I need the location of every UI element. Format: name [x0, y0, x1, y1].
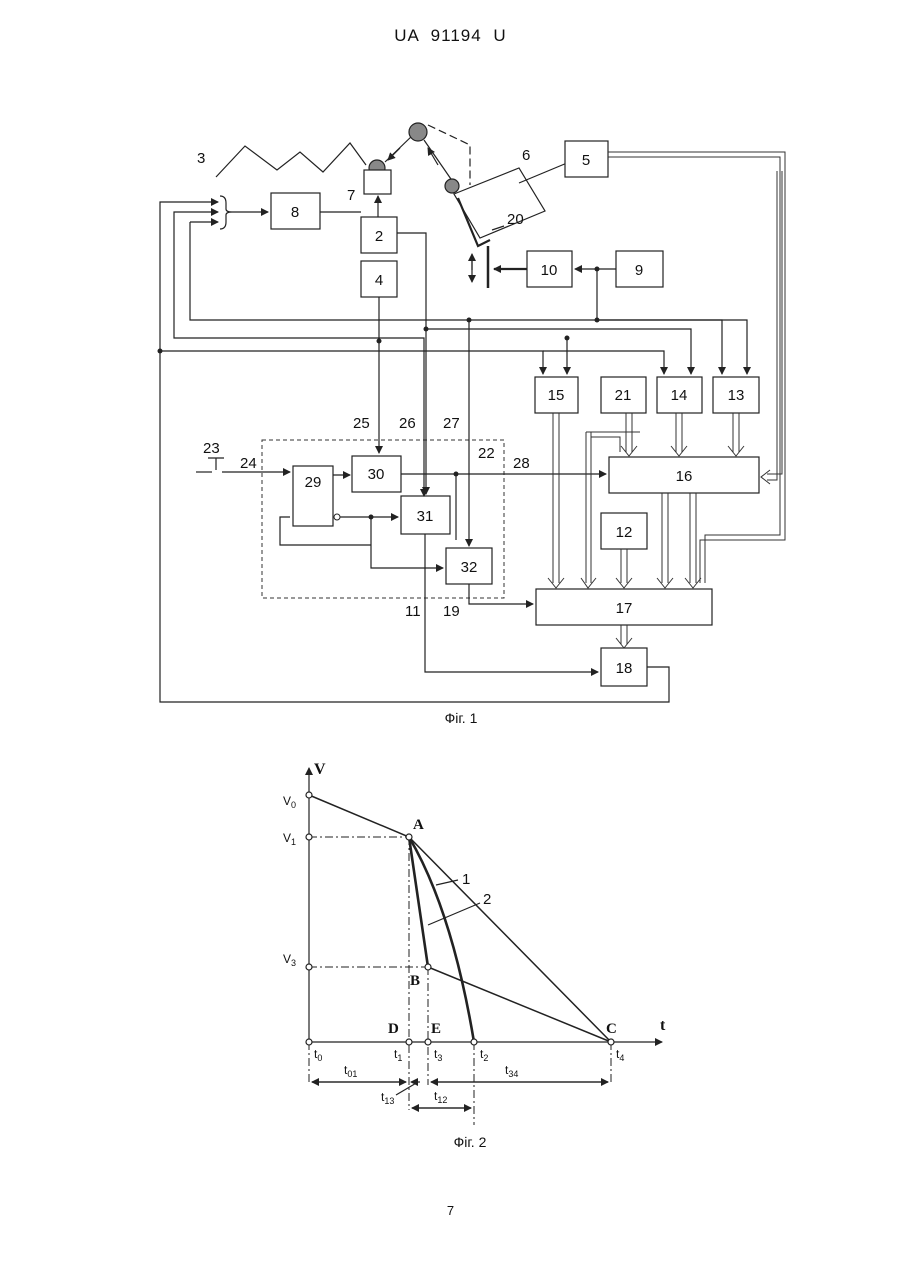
block-18-label: 18	[616, 660, 633, 677]
block-21-label: 21	[615, 387, 632, 404]
block-16-label: 16	[676, 468, 693, 485]
label-19: 22	[478, 445, 495, 462]
wire-zigzag	[216, 143, 366, 177]
block-9-label: 9	[635, 262, 643, 279]
label-23: 25	[353, 415, 370, 432]
interval-t01: t01	[344, 1063, 357, 1079]
block-12-label: 12	[616, 524, 633, 541]
point-d: D	[388, 1021, 399, 1037]
x-tick-t0: t0	[314, 1047, 322, 1063]
x-tick-t1: t1	[394, 1047, 402, 1063]
sensor-7	[364, 170, 391, 194]
y-axis-label: V	[314, 761, 326, 778]
curve-1	[409, 837, 474, 1042]
x-tick-t4: t4	[616, 1047, 624, 1063]
y-tick-v3: V3	[283, 952, 296, 968]
figure-2: V t 1 2 V0 V1 V3	[283, 761, 666, 1150]
label-11: 20	[507, 211, 524, 228]
label-22: 24	[240, 455, 257, 472]
block-2-label: 2	[375, 228, 383, 245]
label-7: 7	[347, 187, 355, 204]
x-tick-t3: t3	[434, 1047, 442, 1063]
segment-b-c	[428, 967, 611, 1042]
y-tick-v0: V0	[283, 794, 296, 810]
block-8-label: 8	[291, 204, 299, 221]
block-4-label: 4	[375, 272, 383, 289]
roller-upper	[409, 123, 427, 141]
point-a: A	[413, 817, 424, 833]
block-32-label: 32	[461, 559, 478, 576]
block-17-label: 17	[616, 600, 633, 617]
curve-1-label: 1	[462, 871, 470, 888]
figure-2-caption: Фіг. 2	[454, 1134, 487, 1150]
block-13-label: 13	[728, 387, 745, 404]
block-30-label: 30	[368, 466, 385, 483]
block-15-label: 15	[548, 387, 565, 404]
label-24: 26	[399, 415, 416, 432]
block-31-label: 31	[417, 508, 434, 525]
label-28: 28	[513, 455, 530, 472]
label-26: 11	[405, 603, 421, 620]
y-tick-v1: V1	[283, 831, 296, 847]
figure-1: 3 7 6 20 5 8 2 4 10 9	[158, 123, 786, 726]
block-5-label: 5	[582, 152, 590, 169]
interval-t13: t13	[381, 1090, 394, 1106]
point-e: E	[431, 1021, 441, 1037]
label-6: 6	[522, 147, 530, 164]
interval-t12: t12	[434, 1089, 447, 1105]
block-10-label: 10	[541, 262, 558, 279]
label-3: 3	[197, 150, 205, 167]
point-b: B	[410, 973, 420, 989]
page-number: 7	[0, 1203, 901, 1218]
label-25: 27	[443, 415, 460, 432]
curve-2-label: 2	[483, 891, 491, 908]
point-c: C	[606, 1021, 617, 1037]
label-27: 19	[443, 603, 460, 620]
figure-1-caption: Фіг. 1	[445, 710, 478, 726]
x-tick-t2: t2	[480, 1047, 488, 1063]
x-axis-label: t	[660, 1017, 666, 1034]
label-20: 23	[203, 440, 220, 457]
roller-lower	[445, 179, 459, 193]
segment-v0-a-c	[309, 795, 611, 1042]
interval-t34: t34	[505, 1063, 518, 1079]
block-29-label: 29	[305, 474, 322, 491]
block-14-label: 14	[671, 387, 688, 404]
